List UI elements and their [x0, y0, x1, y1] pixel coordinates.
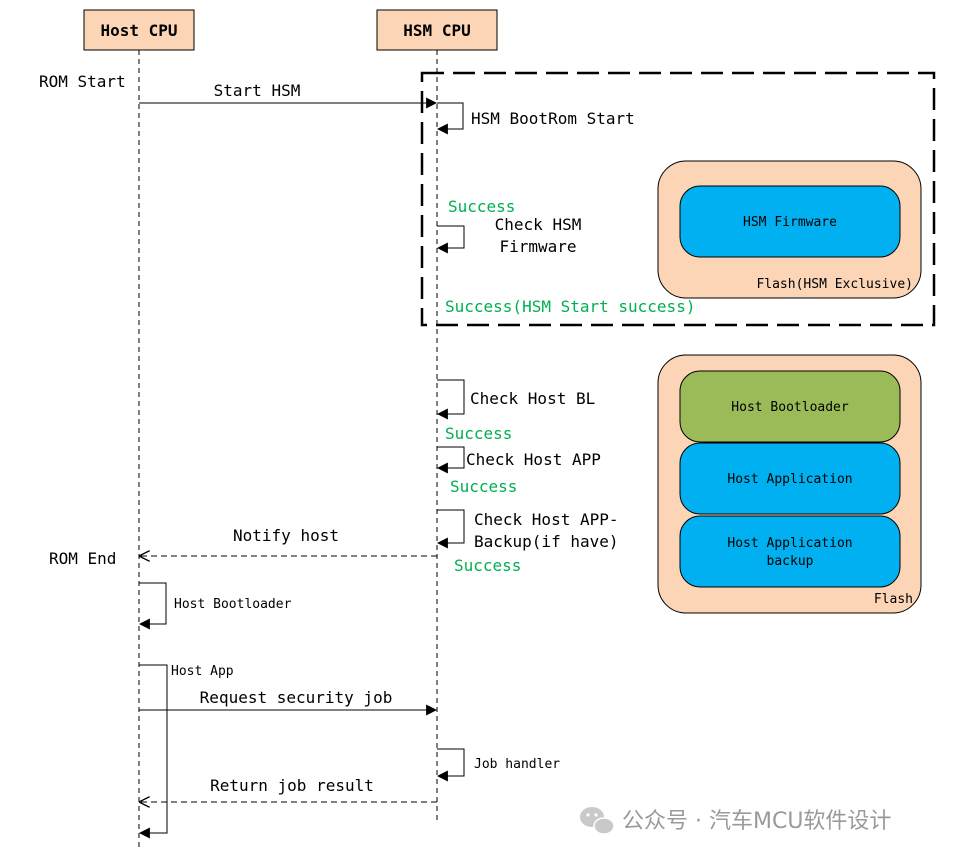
return-job-result-label: Return job result — [210, 776, 374, 795]
participant-host-label: Host CPU — [100, 21, 177, 40]
participant-hsm-cpu: HSM CPU — [376, 9, 498, 51]
flash-hsm-exclusive: HSM Firmware Flash(HSM Exclusive) — [657, 160, 922, 299]
participant-hsm-label: HSM CPU — [403, 21, 470, 40]
check-host-bl-arrow — [436, 379, 465, 420]
host-bootloader-label: Host Bootloader — [174, 597, 292, 612]
wechat-icon — [580, 807, 615, 835]
check-hsm-fw-arrow — [436, 225, 465, 254]
bootrom-self-arrow — [436, 102, 464, 135]
job-handler-label: Job handler — [474, 757, 560, 772]
check-host-app-arrow — [436, 446, 465, 474]
check-backup-line1: Check Host APP- — [474, 510, 619, 529]
flash-host-label: Flash — [874, 592, 913, 607]
check-host-bl-label: Check Host BL — [470, 389, 595, 408]
job-handler-self-arrow — [436, 748, 465, 782]
host-app-label: Host App — [171, 664, 234, 679]
check-hsm-fw-line1: Check HSM — [495, 215, 582, 234]
host-bootloader-block-label: Host Bootloader — [731, 400, 849, 415]
hsm-boot-region — [420, 71, 936, 327]
participant-host-cpu: Host CPU — [83, 9, 195, 51]
start-hsm-label: Start HSM — [214, 81, 301, 100]
success-label-1: Success — [448, 197, 515, 216]
success-label-2: Success — [445, 424, 512, 443]
watermark-text: 公众号 · 汽车MCU软件设计 — [622, 809, 891, 834]
bootrom-start-label: HSM BootRom Start — [471, 109, 635, 128]
check-hsm-fw-line2: Firmware — [499, 237, 576, 256]
success-hsm-start-label: Success(HSM Start success) — [445, 297, 695, 316]
host-app-activation-arrow — [138, 664, 168, 839]
check-backup-line2: Backup(if have) — [474, 532, 619, 551]
request-security-job-label: Request security job — [200, 688, 393, 707]
success-label-4: Success — [454, 556, 521, 575]
host-bootloader-self-arrow — [138, 582, 167, 630]
host-application-block-label: Host Application — [727, 472, 852, 487]
notify-host-label: Notify host — [233, 526, 339, 545]
check-backup-arrow — [436, 509, 465, 549]
host-app-backup-line1: Host Application — [727, 536, 852, 551]
check-host-app-label: Check Host APP — [466, 450, 601, 469]
rom-end-label: ROM End — [49, 549, 116, 568]
host-app-backup-block — [679, 515, 901, 588]
success-label-3: Success — [450, 477, 517, 496]
rom-start-label: ROM Start — [39, 72, 126, 91]
host-application-block — [679, 442, 901, 515]
hsm-firmware-label: HSM Firmware — [743, 215, 837, 230]
flash-hsm-label: Flash(HSM Exclusive) — [756, 277, 913, 292]
host-bootloader-block — [679, 370, 901, 443]
watermark: 公众号 · 汽车MCU软件设计 — [580, 807, 891, 835]
host-app-backup-line2: backup — [767, 554, 814, 569]
hsm-firmware-block — [679, 185, 901, 258]
flash-host: Host Bootloader Host Application Host Ap… — [657, 354, 922, 614]
